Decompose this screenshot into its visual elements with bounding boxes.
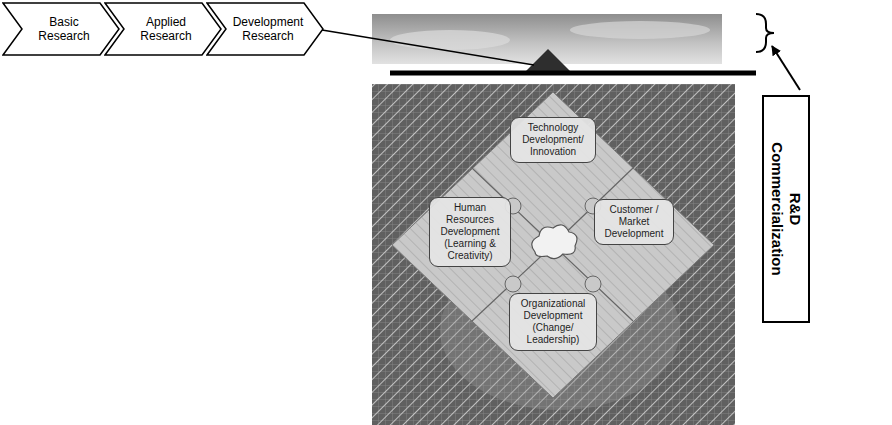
- node-label: R&D Commercialization: [768, 134, 804, 284]
- panel-hatch: [372, 84, 735, 425]
- node-label: Human Resources Development (Learning & …: [433, 202, 507, 262]
- center-cloud: [532, 225, 577, 259]
- puzzle-knob: [505, 276, 521, 292]
- pointer-arrow: [772, 46, 800, 90]
- leader-line: [322, 30, 534, 65]
- chevron-text: Development Research: [227, 5, 309, 53]
- chevron-text: Basic Research: [23, 5, 105, 53]
- chevron-text: Applied Research: [125, 5, 207, 53]
- puzzle-label: Technology Development/ Innovation: [510, 117, 596, 163]
- chevron-outline: [207, 3, 323, 55]
- node-label: Applied Research: [125, 15, 207, 44]
- hatched-panel: [372, 84, 735, 425]
- process-chevron: Development Research: [206, 2, 324, 56]
- vertical-text: R&D Commercialization: [768, 134, 804, 284]
- brace: [756, 14, 774, 52]
- chevron-outline: [105, 3, 221, 55]
- cloud: [570, 21, 710, 39]
- commercialization-box: R&D Commercialization: [762, 95, 810, 323]
- chevron-outline: [3, 3, 119, 55]
- threshold-line: [390, 71, 756, 76]
- node-label: Customer / Market Development: [598, 204, 670, 240]
- node-label: Organizational Development (Change/ Lead…: [513, 298, 593, 346]
- puzzle-label: Human Resources Development (Learning & …: [429, 197, 511, 267]
- panel-grid: [372, 84, 735, 425]
- puzzle-label: Organizational Development (Change/ Lead…: [509, 293, 597, 351]
- puzzle-diamond: [392, 92, 714, 398]
- cloud: [390, 30, 510, 50]
- diamond-hatch: [392, 92, 714, 398]
- puzzle-knob: [585, 276, 601, 292]
- node-label: Development Research: [227, 15, 309, 44]
- pyramid-tip: [526, 49, 570, 71]
- process-chevron: Applied Research: [104, 2, 222, 56]
- puzzle-label: Customer / Market Development: [594, 199, 674, 245]
- node-label: Basic Research: [23, 15, 105, 44]
- process-chevron: Basic Research: [2, 2, 120, 56]
- node-label: Technology Development/ Innovation: [514, 122, 592, 158]
